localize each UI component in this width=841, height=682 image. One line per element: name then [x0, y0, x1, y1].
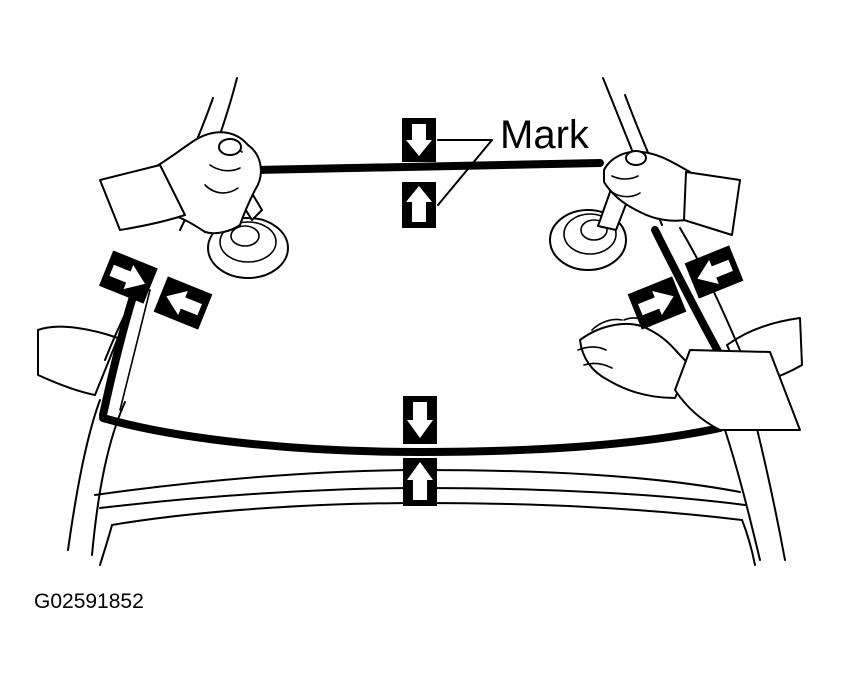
arrow-in-box-icon-top-down — [402, 118, 436, 162]
mark-arrows — [99, 118, 744, 506]
mark-label: Mark — [500, 113, 590, 157]
right-hand — [603, 150, 741, 236]
arrow-in-box-icon-left-outer — [99, 250, 158, 304]
lower-right-hand — [577, 317, 801, 431]
arrow-in-box-icon-bottom-up — [403, 458, 437, 506]
left-hand — [99, 131, 262, 235]
arrow-in-box-icon-right-inner — [627, 276, 687, 330]
arrow-in-box-icon-top-up — [402, 182, 436, 228]
mark-callout: Mark — [437, 113, 590, 206]
figure-code: G02591852 — [34, 590, 144, 613]
arrow-in-box-icon-left-inner — [153, 276, 213, 330]
arrow-in-box-icon-bottom-down — [403, 396, 437, 444]
arrow-in-box-icon-right-outer — [684, 245, 744, 299]
